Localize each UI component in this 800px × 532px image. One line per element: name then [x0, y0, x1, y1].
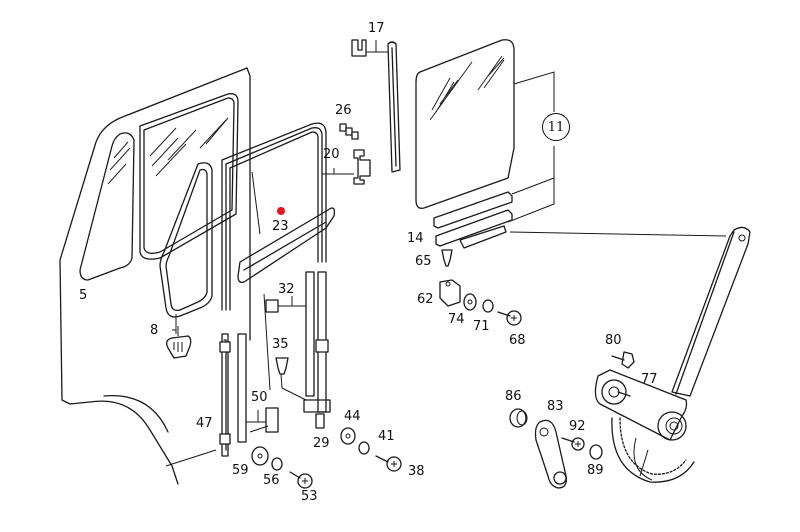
- part-label-62[interactable]: 62: [417, 292, 434, 307]
- part-label-38[interactable]: 38: [408, 464, 425, 479]
- part-label-50[interactable]: 50: [251, 390, 268, 405]
- part-label-41[interactable]: 41: [378, 429, 395, 444]
- hardware-upper: [439, 249, 522, 326]
- part-label-26[interactable]: 26: [335, 103, 352, 118]
- part-label-89[interactable]: 89: [587, 463, 604, 478]
- part-label-17[interactable]: 17: [368, 21, 385, 36]
- regulator-arm: [594, 226, 751, 483]
- window-seal-frame: [221, 122, 336, 311]
- part-label-86[interactable]: 86: [505, 389, 522, 404]
- part-label-20[interactable]: 20: [323, 147, 340, 162]
- part-label-92[interactable]: 92: [569, 419, 586, 434]
- part-label-65[interactable]: 65: [415, 254, 432, 269]
- door-glass: [415, 39, 727, 249]
- hardware-crank: [509, 351, 635, 489]
- part-label-74[interactable]: 74: [448, 312, 465, 327]
- part-label-14[interactable]: 14: [407, 231, 424, 246]
- part-label-23[interactable]: 23: [272, 219, 289, 234]
- door-panel: [59, 67, 251, 485]
- part-label-8[interactable]: 8: [150, 323, 159, 338]
- clips-26: [339, 123, 359, 140]
- hardware-lower: [165, 271, 402, 489]
- part-label-35[interactable]: 35: [272, 337, 289, 352]
- part-label-56[interactable]: 56: [263, 473, 280, 488]
- part-label-68[interactable]: 68: [509, 333, 526, 348]
- part-label-11[interactable]: 11: [542, 113, 570, 141]
- bracket-20: [322, 149, 371, 185]
- part-label-53[interactable]: 53: [301, 489, 318, 504]
- part-label-44[interactable]: 44: [344, 409, 361, 424]
- part-label-47[interactable]: 47: [196, 416, 213, 431]
- part-label-77[interactable]: 77: [641, 372, 658, 387]
- part-label-59[interactable]: 59: [232, 463, 249, 478]
- vent-frame: [159, 162, 213, 359]
- part-label-71[interactable]: 71: [473, 319, 490, 334]
- red-marker-dot: [277, 207, 285, 215]
- channel-17: [351, 39, 401, 173]
- part-label-29[interactable]: 29: [313, 436, 330, 451]
- part-label-83[interactable]: 83: [547, 399, 564, 414]
- part-label-80[interactable]: 80: [605, 333, 622, 348]
- part-label-32[interactable]: 32: [278, 282, 295, 297]
- part-label-5[interactable]: 5: [79, 288, 88, 303]
